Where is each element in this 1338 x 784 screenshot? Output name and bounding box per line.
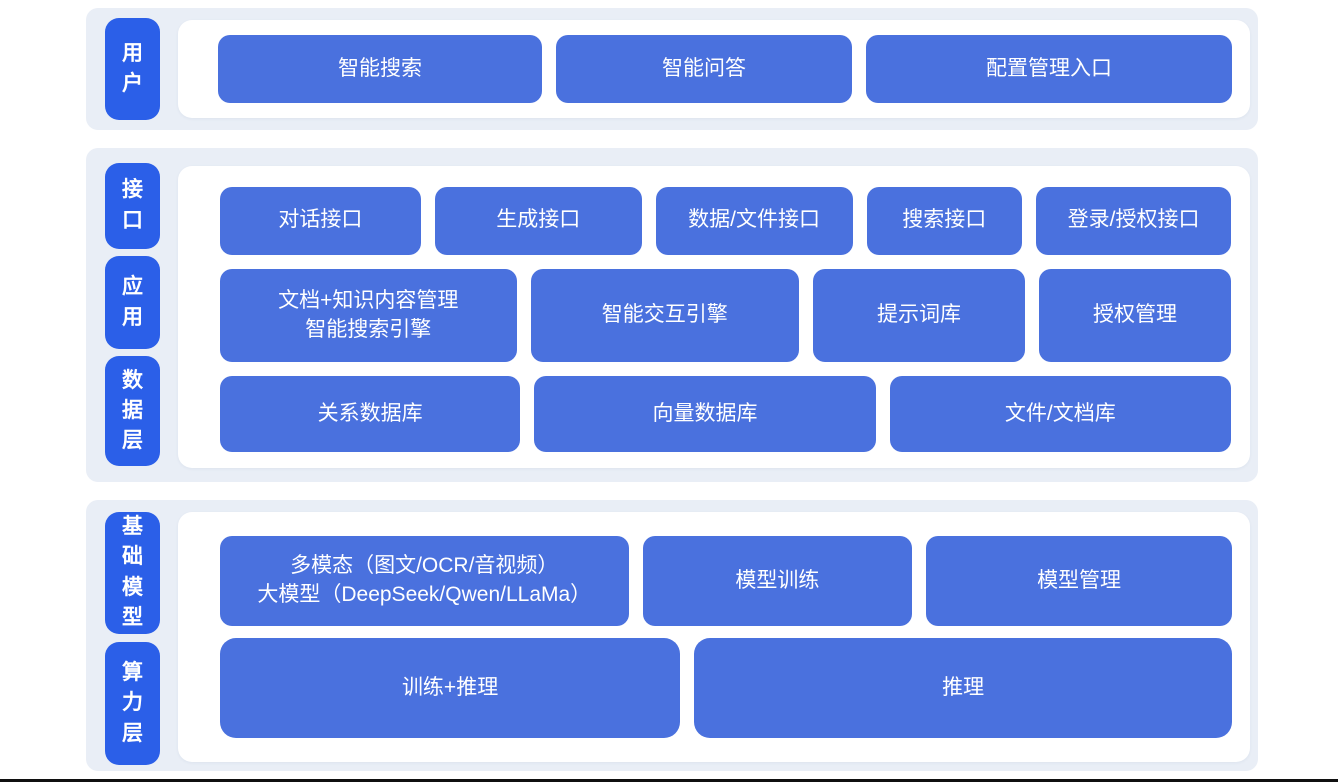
bottom-divider	[0, 779, 1338, 782]
layer-label-text: 数据层	[122, 368, 143, 453]
layer-label-interface: 接口	[105, 163, 160, 249]
layer-label-text: 算力层	[122, 660, 143, 745]
block-relational-db: 关系数据库	[220, 376, 521, 453]
block-label: 数据/文件接口	[688, 208, 820, 232]
block-label: 智能交互引擎	[601, 303, 728, 327]
block-interaction-engine: 智能交互引擎	[530, 268, 799, 363]
block-multimodal-llm: 多模态（图文/OCR/音视频） 大模型（DeepSeek/Qwen/LLaMa）	[220, 536, 629, 626]
block-label-line1: 多模态（图文/OCR/音视频）	[290, 554, 559, 578]
block-label: 文件/文档库	[1004, 401, 1116, 425]
application-row: 文档+知识内容管理 智能搜索引擎 智能交互引擎 提示词库 授权管理	[220, 268, 1231, 363]
block-label: 提示词库	[876, 303, 961, 327]
block-config-management-entry: 配置管理入口	[866, 35, 1232, 103]
block-inference: 推理	[694, 638, 1232, 738]
bottom-layers-labels: 基础模型 算力层	[105, 500, 160, 771]
block-model-management: 模型管理	[926, 536, 1232, 626]
block-label: 推理	[942, 675, 985, 699]
data-row: 关系数据库 向量数据库 文件/文档库	[220, 376, 1231, 453]
block-smart-search: 智能搜索	[218, 35, 542, 103]
block-file-doc-store: 文件/文档库	[889, 376, 1231, 453]
interface-row: 对话接口 生成接口 数据/文件接口 搜索接口 登录/授权接口	[220, 187, 1231, 255]
layer-label-text: 接口	[122, 178, 143, 232]
user-layer-section: 用户 智能搜索 智能问答 配置管理入口	[86, 8, 1258, 130]
layer-label-application: 应用	[105, 255, 160, 350]
middle-layers-section: 接口 应用 数据层 对话接口 生成接口 数据/文件接口 搜	[86, 148, 1258, 482]
block-auth-management: 授权管理	[1039, 268, 1231, 363]
layer-label-text: 用户	[122, 41, 143, 95]
block-vector-db: 向量数据库	[534, 376, 876, 453]
block-label-line1: 文档+知识内容管理	[278, 288, 459, 312]
block-dialog-api: 对话接口	[220, 187, 421, 255]
foundation-model-row: 多模态（图文/OCR/音视频） 大模型（DeepSeek/Qwen/LLaMa）…	[220, 536, 1232, 626]
middle-layers-labels: 接口 应用 数据层	[105, 148, 160, 482]
user-layer-labels: 用户	[105, 8, 160, 130]
block-label: 授权管理	[1093, 303, 1177, 327]
block-doc-knowledge-search-engine: 文档+知识内容管理 智能搜索引擎	[220, 268, 517, 363]
block-prompt-library: 提示词库	[812, 268, 1026, 363]
layer-label-user: 用户	[105, 18, 160, 120]
layer-label-data: 数据层	[105, 356, 160, 466]
block-smart-qa: 智能问答	[556, 35, 852, 103]
user-layer-row: 智能搜索 智能问答 配置管理入口	[218, 35, 1232, 103]
block-label: 智能问答	[662, 56, 746, 80]
block-login-auth-api: 登录/授权接口	[1036, 187, 1231, 255]
layer-label-text: 应用	[122, 275, 143, 329]
layer-label-foundation-model: 基础模型	[105, 512, 160, 634]
block-label: 模型训练	[735, 568, 820, 592]
block-label: 向量数据库	[652, 401, 758, 425]
block-label: 对话接口	[278, 208, 363, 232]
compute-row: 训练+推理 推理	[220, 638, 1232, 738]
block-label: 搜索接口	[902, 208, 987, 232]
block-label: 关系数据库	[317, 401, 423, 425]
block-data-file-api: 数据/文件接口	[655, 187, 853, 255]
middle-layers-panel: 对话接口 生成接口 数据/文件接口 搜索接口 登录/授权接口 文档+知识内容管理	[178, 166, 1250, 468]
block-model-training: 模型训练	[642, 536, 913, 626]
bottom-layers-panel: 多模态（图文/OCR/音视频） 大模型（DeepSeek/Qwen/LLaMa）…	[178, 512, 1250, 762]
block-label: 配置管理入口	[986, 56, 1112, 80]
block-training-inference: 训练+推理	[220, 638, 681, 738]
block-label: 训练+推理	[401, 675, 499, 699]
user-layer-panel: 智能搜索 智能问答 配置管理入口	[178, 20, 1250, 118]
block-label: 模型管理	[1037, 568, 1122, 592]
block-label: 登录/授权接口	[1067, 208, 1200, 232]
bottom-layers-section: 基础模型 算力层 多模态（图文/OCR/音视频） 大模型（DeepSeek/Qw…	[86, 500, 1258, 771]
layer-label-compute: 算力层	[105, 641, 160, 765]
block-label-line2: 智能搜索引擎	[305, 317, 432, 341]
layer-label-text: 基础模型	[122, 515, 143, 630]
block-generation-api: 生成接口	[434, 187, 642, 255]
block-label: 智能搜索	[338, 56, 422, 80]
block-search-api: 搜索接口	[866, 187, 1023, 255]
block-label: 生成接口	[496, 208, 581, 232]
block-label-line2: 大模型（DeepSeek/Qwen/LLaMa）	[257, 583, 592, 606]
